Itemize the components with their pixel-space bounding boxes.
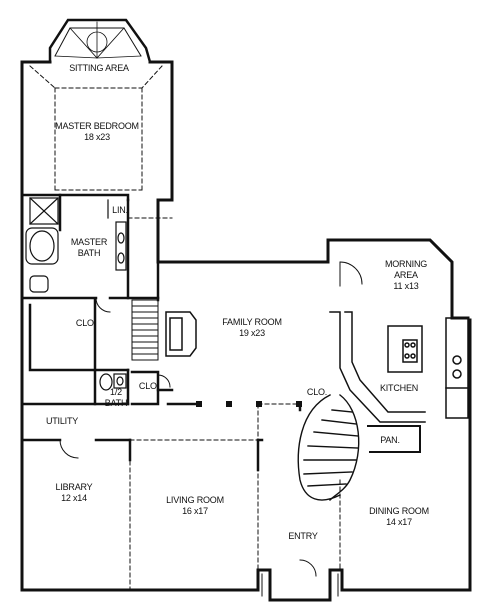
- pantry-walls: [367, 425, 421, 453]
- room-name: SITTING AREA: [69, 63, 129, 73]
- half-bath-fixtures: [99, 373, 127, 391]
- room-name-2: AREA: [394, 270, 418, 280]
- entry-bay: [261, 573, 339, 597]
- room-name: MORNING: [384, 259, 428, 269]
- exterior-walls: [20, 60, 472, 602]
- curved-staircase: [297, 394, 360, 501]
- kitchen-counters: [329, 311, 469, 423]
- room-name: LIN.: [112, 205, 128, 215]
- room-name-2: BATH: [77, 248, 101, 258]
- room-label-utility: UTILITY: [46, 416, 78, 427]
- stair-left: [131, 299, 159, 361]
- room-label-pantry: PAN.: [380, 435, 400, 446]
- room-name: FAMILY ROOM: [222, 317, 282, 327]
- room-name: CLO.: [306, 387, 328, 397]
- room-label-kitchen: KITCHEN: [380, 383, 418, 394]
- room-name: DINING ROOM: [369, 506, 429, 516]
- room-label-family-room: FAMILY ROOM 19 x23: [222, 317, 282, 339]
- room-name: 1/2: [110, 387, 122, 397]
- room-label-library: LIBRARY 12 x14: [56, 482, 93, 504]
- room-size: 18 x23: [84, 132, 110, 142]
- room-name: PAN.: [380, 435, 400, 445]
- room-name-2: BATH: [104, 398, 128, 408]
- room-label-half-bath: 1/2 BATH: [105, 387, 128, 409]
- room-name: UTILITY: [45, 416, 79, 426]
- room-size: 11 x13: [393, 281, 419, 291]
- room-label-lin: LIN.: [112, 205, 128, 216]
- room-label-clo-hall: CLO.: [139, 381, 159, 392]
- doors: [59, 261, 363, 577]
- room-name: ENTRY: [288, 531, 318, 541]
- columns: [196, 401, 302, 407]
- fireplace: [165, 311, 197, 357]
- interior-walls: [20, 193, 302, 472]
- room-label-living-room: LIVING ROOM 16 x17: [166, 495, 224, 517]
- room-name: KITCHEN: [379, 383, 419, 393]
- room-size: 14 x17: [386, 517, 412, 527]
- room-label-entry: ENTRY: [288, 531, 318, 542]
- room-label-master-bedroom: MASTER BEDROOM 18 x23: [55, 121, 139, 143]
- room-name: CLO.: [75, 318, 97, 328]
- room-label-dining-room: DINING ROOM 14 x17: [369, 506, 429, 528]
- master-bath-fixtures: [25, 197, 127, 293]
- room-name: LIVING ROOM: [166, 495, 224, 505]
- room-name: CLO.: [138, 381, 160, 391]
- room-size: 12 x14: [61, 493, 87, 503]
- room-name: LIBRARY: [55, 482, 93, 492]
- sitting-area-bay: [48, 18, 152, 64]
- room-name: MASTER BEDROOM: [55, 121, 139, 131]
- room-label-morning-area: MORNING AREA 11 x13: [385, 259, 427, 292]
- room-name: MASTER: [70, 237, 108, 247]
- room-size: 16 x17: [182, 506, 208, 516]
- room-label-clo-master: CLO.: [76, 318, 96, 329]
- room-size: 19 x23: [239, 328, 265, 338]
- room-label-master-bath: MASTER BATH: [70, 237, 108, 259]
- room-label-clo-stair: CLO.: [307, 387, 327, 398]
- room-label-sitting-area: SITTING AREA: [69, 63, 129, 74]
